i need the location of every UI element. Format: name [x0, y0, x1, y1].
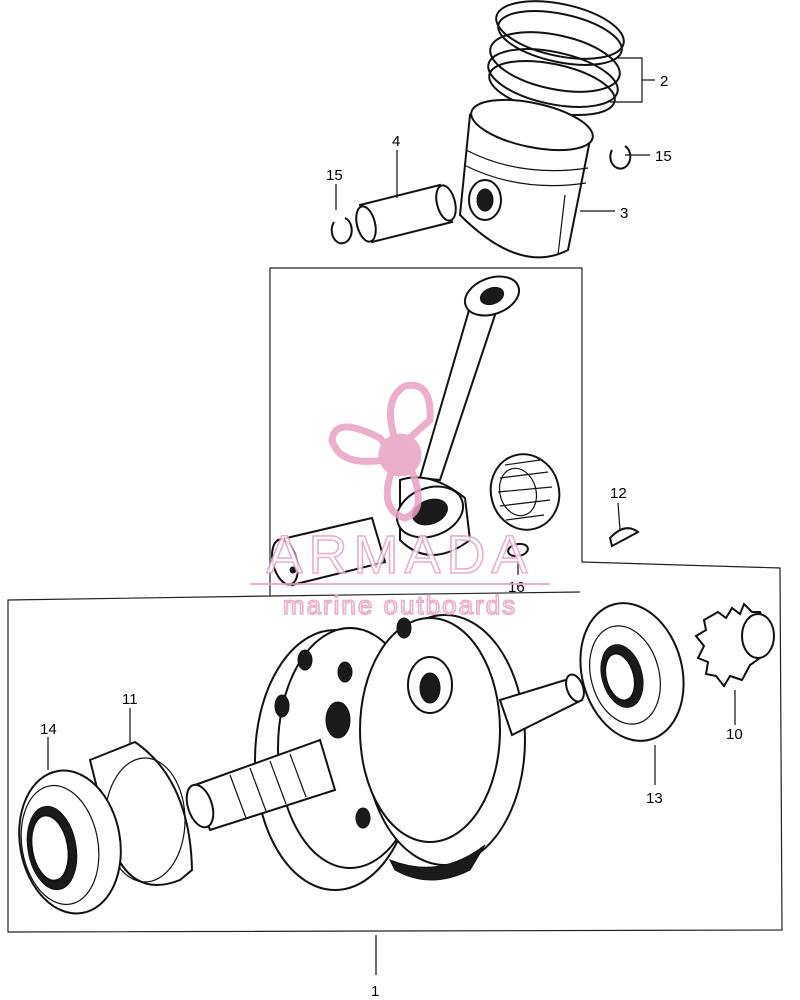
callout-13: 13: [646, 790, 663, 807]
callout-14: 14: [40, 721, 57, 738]
piston-pin: [355, 183, 457, 244]
woodruff-key: [608, 527, 640, 548]
needle-bearing: [489, 453, 561, 531]
right-main-bearing: [579, 602, 685, 742]
drive-sprocket: [694, 602, 775, 688]
connecting-rod-group-box: [7, 267, 783, 933]
piston-pin-clip-right: [609, 145, 632, 170]
callout-1: 1: [371, 983, 379, 1000]
callout-11: 11: [122, 691, 138, 708]
watermark-tagline: marine outboards: [283, 590, 517, 620]
crank-group-divider: [269, 591, 581, 597]
crank-pin: [271, 516, 387, 587]
callout-10: 10: [726, 726, 743, 743]
callout-15-left: 15: [326, 167, 343, 184]
left-main-bearing: [18, 769, 122, 915]
callout-2: 2: [660, 73, 668, 90]
thrust-washer: [507, 542, 529, 558]
callout-3: 3: [620, 205, 628, 222]
propeller-logo-icon: [328, 381, 434, 522]
callout-12: 12: [610, 485, 627, 502]
callout-15-right: 15: [655, 148, 672, 165]
piston: [458, 98, 594, 259]
armada-watermark: ARMADA marine outboards: [250, 381, 550, 621]
leader-lines: [47, 57, 736, 975]
crankshaft: [185, 614, 585, 891]
piston-pin-clip-left: [330, 217, 353, 245]
callout-4: 4: [392, 133, 400, 150]
watermark-brand: ARMADA: [266, 525, 533, 585]
